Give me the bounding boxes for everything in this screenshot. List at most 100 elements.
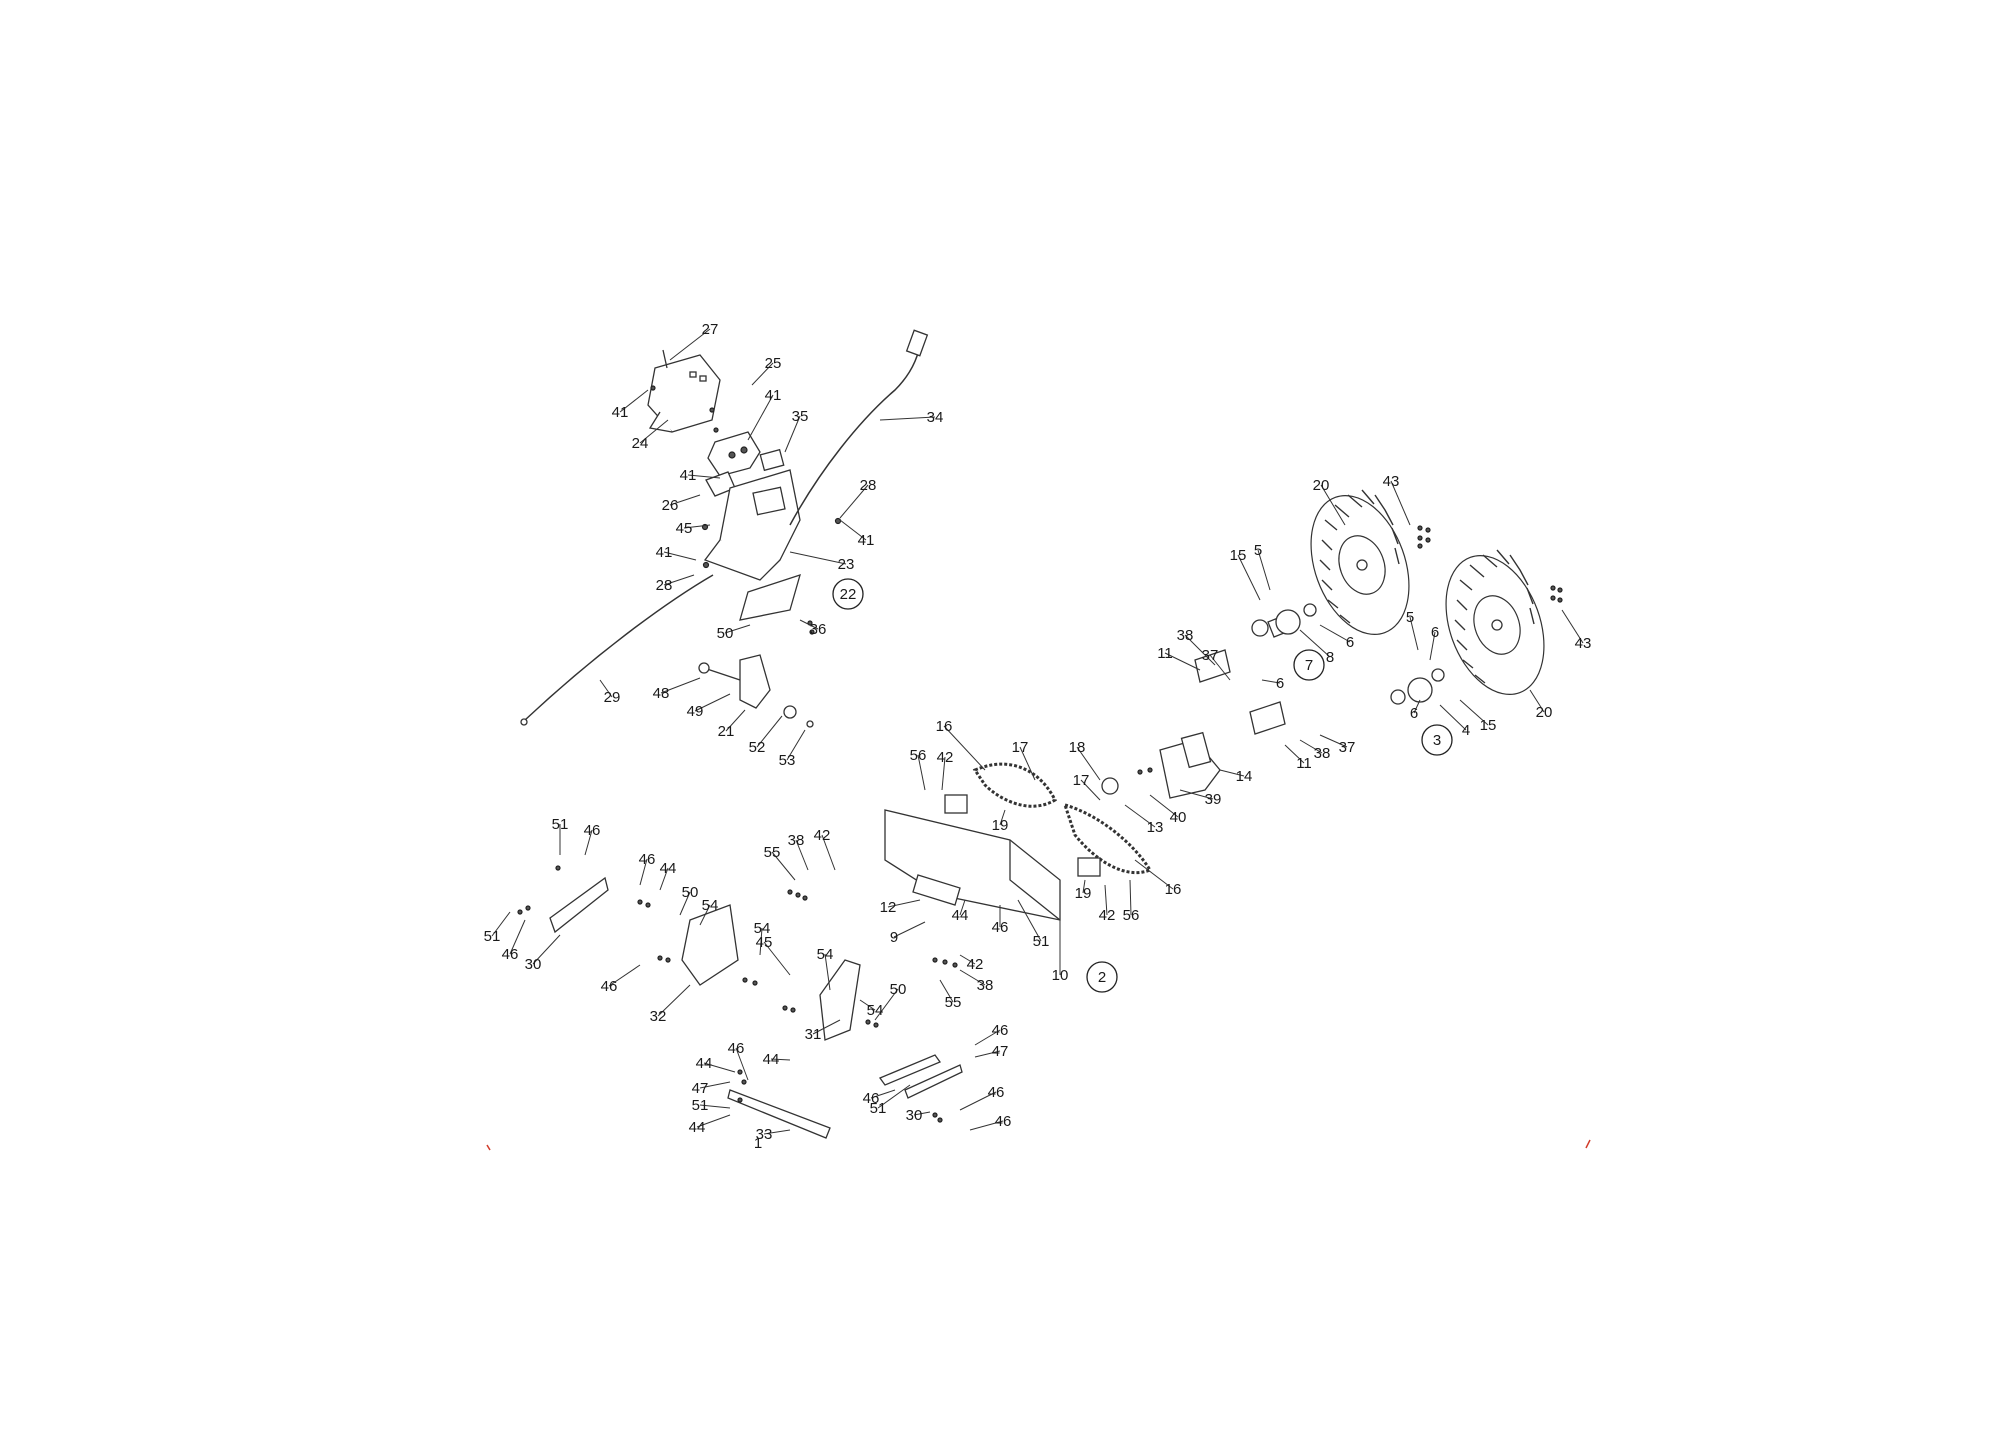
part-callout-number: 19 <box>1075 885 1092 902</box>
callout-leader <box>763 1129 791 1135</box>
part-callout-number: 1 <box>754 1135 762 1152</box>
callout-leader <box>679 891 691 916</box>
callout-leader <box>939 979 954 1003</box>
part-callout-number: 16 <box>936 718 953 735</box>
part-callout-number: 17 <box>1073 772 1090 789</box>
part-callout-number: 24 <box>632 435 649 452</box>
callout-circle <box>1421 724 1453 756</box>
callout-leader <box>1319 734 1348 748</box>
part-callout-number: 46 <box>863 1090 880 1107</box>
part-callout-number: 42 <box>1099 907 1116 924</box>
part-callout-number: 23 <box>838 556 855 573</box>
part-callout-number: 21 <box>718 723 735 740</box>
part-callout-number: 28 <box>656 577 673 594</box>
part-callout-number: 46 <box>992 1022 1009 1039</box>
callout-leader <box>699 1081 731 1089</box>
wheel-assembly-upper <box>1251 489 1431 638</box>
callout-leader <box>913 1111 931 1116</box>
callout-circle <box>832 578 864 610</box>
part-callout-number: 40 <box>1170 809 1187 826</box>
callout-leader <box>687 474 721 479</box>
part-callout-number: 8 <box>1326 649 1334 666</box>
part-callout-number: 31 <box>805 1026 822 1043</box>
part-callout-number: 38 <box>788 832 805 849</box>
part-callout-number: 45 <box>756 934 773 951</box>
callout-leader <box>941 756 946 791</box>
part-callout-number: 54 <box>817 946 834 963</box>
part-callout-number: 14 <box>1236 768 1253 785</box>
callout-leader <box>1459 699 1489 726</box>
part-callout-number: 44 <box>689 1119 706 1136</box>
callout-leader <box>759 927 763 956</box>
wheel-assembly-lower <box>1390 549 1563 705</box>
part-callout-number: 11 <box>1157 645 1173 662</box>
part-callout-number: 46 <box>601 978 618 995</box>
callout-leader <box>669 494 701 506</box>
callout-leader <box>1134 859 1174 890</box>
part-callout-number: 43 <box>1575 635 1592 652</box>
part-callout-number: 53 <box>779 752 796 769</box>
part-callout-number: 4 <box>1462 722 1470 739</box>
callout-leader <box>1082 879 1086 894</box>
callout-leader <box>694 693 731 712</box>
callout-leader <box>1124 804 1156 828</box>
part-callout-number: 16 <box>1165 881 1182 898</box>
part-callout-number: 6 <box>1346 634 1354 651</box>
part-callout-number: 42 <box>814 827 831 844</box>
callout-leader <box>1261 679 1281 684</box>
part-callout-number: 29 <box>604 689 621 706</box>
part-callout-number: 25 <box>765 355 782 372</box>
callout-circle <box>1086 961 1118 993</box>
part-callout-number: 50 <box>717 625 734 642</box>
part-callout-number: 37 <box>1202 647 1219 664</box>
callout-leader <box>659 867 669 891</box>
motor-assembly <box>1101 649 1286 799</box>
part-callout-number: 11 <box>1296 755 1312 772</box>
callout-leader <box>1019 746 1036 781</box>
callout-leader <box>786 729 806 761</box>
callout-leader <box>784 415 801 453</box>
part-callout-number: 34 <box>927 409 944 426</box>
callout-leader <box>824 953 831 991</box>
part-callout-number: 45 <box>676 520 693 537</box>
part-callout-number: 22 <box>840 586 857 603</box>
part-callout-number: 36 <box>810 621 827 638</box>
part-callout-number: 35 <box>792 408 809 425</box>
part-callout-number: 50 <box>890 981 907 998</box>
callout-leader <box>619 389 649 413</box>
callout-leader <box>1299 739 1323 754</box>
callout-leader <box>771 851 796 881</box>
callout-leader <box>887 899 921 908</box>
part-callout-number: 54 <box>754 920 771 937</box>
part-callout-number: 44 <box>696 1055 713 1072</box>
part-callout-number: 41 <box>656 544 673 561</box>
part-callout-number: 51 <box>1033 933 1050 950</box>
part-callout-number: 47 <box>692 1080 709 1097</box>
callout-leader <box>1209 654 1231 681</box>
part-callout-number: 55 <box>764 844 781 861</box>
part-callout-number: 33 <box>756 1126 773 1143</box>
callout-leader <box>1299 629 1331 658</box>
callout-leader <box>1237 554 1261 601</box>
callout-leader <box>1179 789 1214 800</box>
part-callout-number: 46 <box>584 822 601 839</box>
callout-leader <box>1219 769 1245 777</box>
callout-leader <box>1529 689 1545 713</box>
callout-leader <box>812 1019 841 1035</box>
part-callout-number: 15 <box>1480 717 1497 734</box>
callout-leader <box>839 484 869 519</box>
callout-leader <box>699 1104 731 1109</box>
red-mark-right <box>1585 1139 1591 1149</box>
part-callout-number: 2 <box>1098 969 1106 986</box>
callout-leader <box>608 964 641 987</box>
part-callout-number: 41 <box>858 532 875 549</box>
part-callout-number: 6 <box>1431 624 1439 641</box>
part-callout-number: 51 <box>552 816 569 833</box>
callout-leader <box>747 394 774 441</box>
callout-leader <box>1149 794 1179 818</box>
part-callout-number: 17 <box>1012 739 1029 756</box>
callout-leader <box>799 619 819 630</box>
part-callout-number: 48 <box>653 685 670 702</box>
callout-leader <box>879 416 936 421</box>
